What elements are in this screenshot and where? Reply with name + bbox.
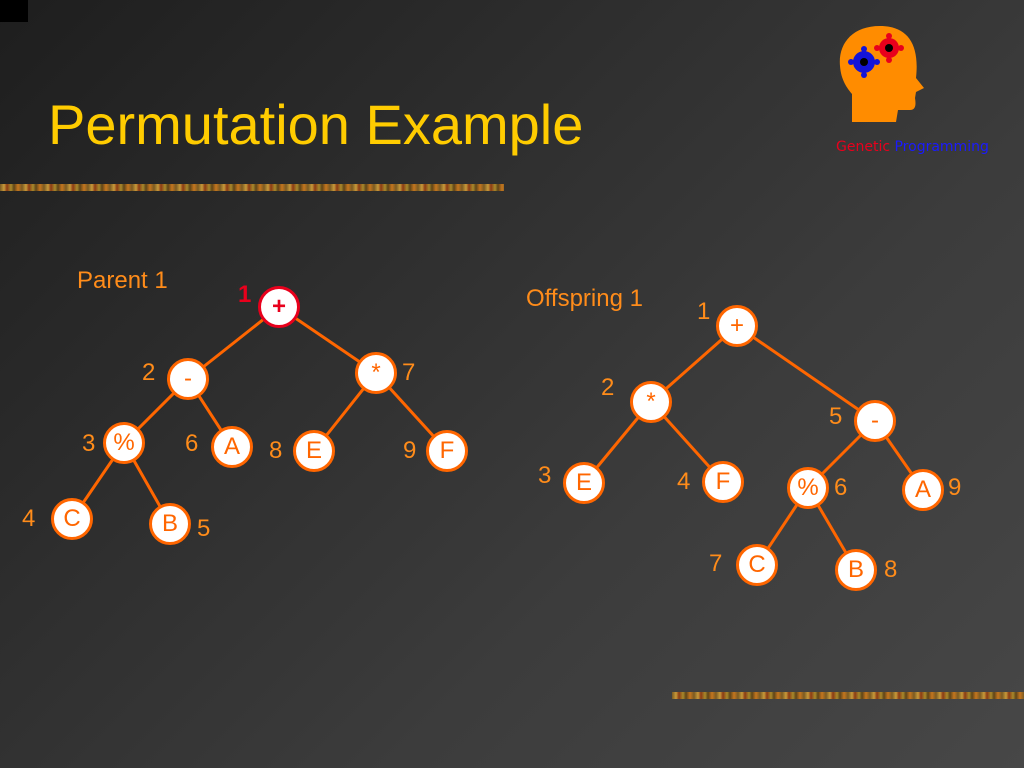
offspring-node-number: 2	[601, 374, 615, 401]
parent-node-number: 8	[269, 437, 283, 464]
slide-title: Permutation Example	[48, 93, 584, 156]
parent-node-a: A	[211, 426, 253, 468]
offspring-node-e: E	[563, 462, 605, 504]
logo-word-programming: Programming	[894, 139, 989, 155]
offspring-node-number: 4	[677, 468, 691, 495]
title-divider	[0, 184, 504, 191]
offspring-node-number: 1	[697, 298, 711, 325]
parent-node-c: C	[51, 498, 93, 540]
offspring-node-f: F	[702, 461, 744, 503]
parent-node-number: 6	[185, 430, 199, 457]
parent-node-e: E	[293, 430, 335, 472]
parent-node-percent: %	[103, 422, 145, 464]
parent-tree-label: Parent 1	[77, 267, 168, 294]
offspring-node-times: *	[630, 381, 672, 423]
red-gear-icon	[874, 33, 904, 63]
offspring-node-number: 5	[829, 403, 843, 430]
blue-gear-icon	[848, 46, 880, 78]
parent-node-number: 1	[238, 281, 252, 308]
offspring-node-a: A	[902, 469, 944, 511]
footer-divider	[672, 692, 1024, 699]
offspring-node-percent: %	[787, 467, 829, 509]
offspring-node-number: 6	[834, 474, 848, 501]
parent-node-number: 3	[82, 430, 96, 457]
offspring-node-number: 7	[709, 550, 723, 577]
parent-node-number: 5	[197, 515, 211, 542]
parent-node-b: B	[149, 503, 191, 545]
parent-node-number: 4	[22, 505, 36, 532]
offspring-tree-label: Offspring 1	[526, 285, 643, 312]
edge	[735, 324, 877, 423]
corner-square	[0, 0, 28, 22]
parent-node-number: 2	[142, 359, 156, 386]
parent-node-times: *	[355, 352, 397, 394]
offspring-node-number: 9	[948, 474, 962, 501]
offspring-node-c: C	[736, 544, 778, 586]
offspring-node-b: B	[835, 549, 877, 591]
logo-word-genetic: Genetic	[836, 139, 891, 155]
offspring-node-number: 8	[884, 556, 898, 583]
parent-node-number: 9	[403, 437, 417, 464]
head-gears-logo-icon	[839, 26, 924, 122]
parent-node-plus: +	[258, 286, 300, 328]
offspring-node-minus: -	[854, 400, 896, 442]
parent-node-number: 7	[402, 359, 416, 386]
parent-node-f: F	[426, 430, 468, 472]
offspring-node-number: 3	[538, 462, 552, 489]
offspring-node-plus: +	[716, 305, 758, 347]
logo-caption: Genetic Programming	[836, 139, 989, 155]
parent-node-minus: -	[167, 358, 209, 400]
